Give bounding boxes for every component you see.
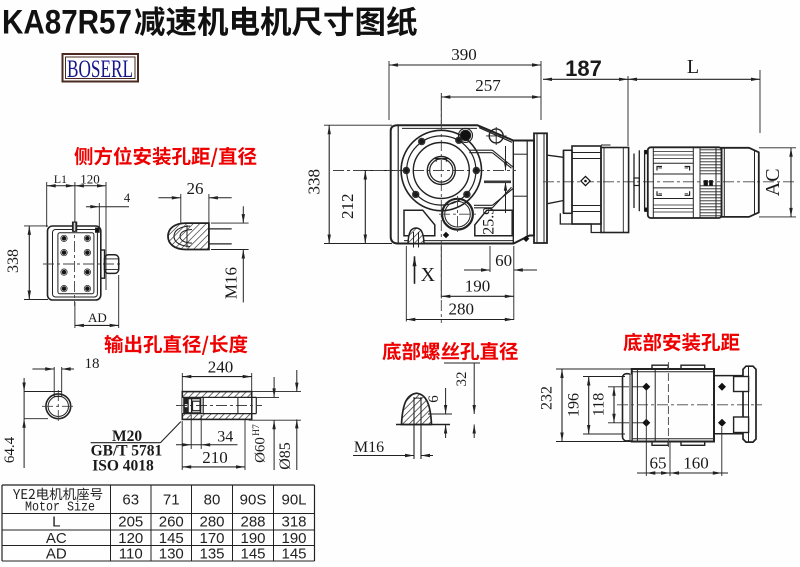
svg-text:190: 190 [465,277,491,296]
svg-text:80: 80 [204,492,221,509]
svg-text:M20: M20 [112,428,142,445]
svg-text:ISO 4018: ISO 4018 [92,458,154,475]
svg-text:AD: AD [46,546,67,563]
svg-text:190: 190 [281,530,306,547]
svg-text:130: 130 [159,546,184,563]
svg-text:L1: L1 [54,172,67,186]
svg-text:190: 190 [240,530,265,547]
svg-text:338: 338 [304,169,323,195]
svg-text:L: L [52,514,60,531]
svg-text:H7: H7 [252,424,262,436]
svg-text:64.4: 64.4 [2,436,18,463]
svg-text:145: 145 [240,546,265,563]
svg-text:KA87R57: KA87R57 [2,4,132,42]
svg-text:34: 34 [217,429,233,446]
svg-text:X: X [421,264,436,286]
svg-text:Ø85: Ø85 [277,442,294,470]
svg-text:120: 120 [80,172,100,187]
svg-text:GB/T 5781: GB/T 5781 [91,443,163,460]
svg-text:63: 63 [122,492,139,509]
svg-text:260: 260 [159,514,184,531]
svg-text:288: 288 [240,514,265,531]
svg-text:90L: 90L [281,492,306,509]
svg-text:160: 160 [683,454,709,473]
svg-text:32: 32 [454,372,470,387]
svg-text:240: 240 [208,358,234,377]
svg-text:390: 390 [451,45,477,64]
svg-text:M16: M16 [354,439,384,456]
svg-text:280: 280 [449,300,475,319]
svg-text:M16: M16 [222,267,241,299]
svg-text:AC: AC [46,530,67,547]
svg-text:18: 18 [85,356,100,372]
svg-text:170: 170 [199,530,224,547]
svg-text:205: 205 [118,514,143,531]
svg-text:318: 318 [281,514,306,531]
svg-text:90S: 90S [240,492,267,509]
svg-text:135: 135 [199,546,224,563]
svg-text:110: 110 [119,546,143,563]
svg-text:65: 65 [650,454,667,473]
svg-text:BOSERL: BOSERL [67,56,133,83]
svg-text:187: 187 [565,56,602,81]
svg-text:145: 145 [281,546,306,563]
svg-text:120: 120 [118,530,143,547]
svg-text:6: 6 [426,395,442,403]
svg-text:AC: AC [762,168,784,196]
svg-text:232: 232 [538,386,555,410]
svg-text:AD: AD [88,310,107,325]
svg-text:71: 71 [163,492,180,509]
svg-text:210: 210 [202,448,228,467]
svg-text:145: 145 [159,530,184,547]
svg-text:212: 212 [338,193,357,219]
svg-text:Motor Size: Motor Size [25,501,95,516]
svg-text:4: 4 [124,191,131,205]
svg-text:26: 26 [187,179,204,198]
svg-text:257: 257 [475,76,501,95]
svg-text:25.9: 25.9 [481,207,498,235]
svg-text:338: 338 [5,249,22,273]
svg-text:60: 60 [495,251,512,270]
svg-text:118: 118 [590,393,607,416]
svg-text:196: 196 [565,393,582,417]
svg-text:L: L [687,56,699,78]
svg-text:280: 280 [199,514,224,531]
svg-text:Ø60: Ø60 [253,437,269,463]
